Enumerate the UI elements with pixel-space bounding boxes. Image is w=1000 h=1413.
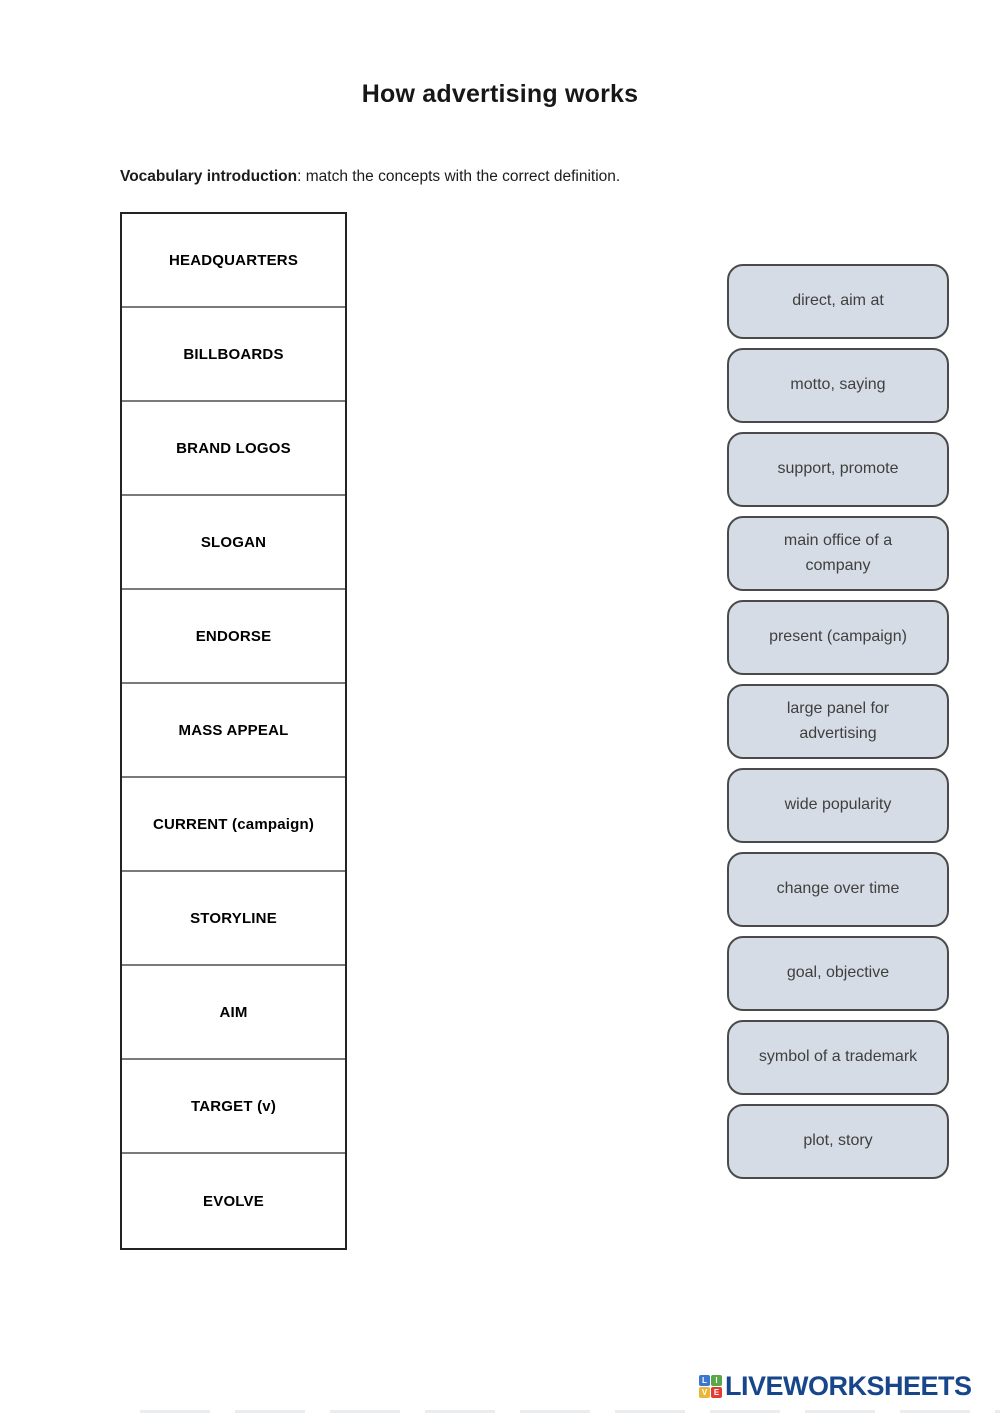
- concept-cell-endorse[interactable]: ENDORSE: [122, 590, 345, 684]
- definitions-column: direct, aim at motto, saying support, pr…: [727, 264, 949, 1188]
- definition-box-large-panel[interactable]: large panel for advertising: [727, 684, 949, 759]
- concept-cell-target[interactable]: TARGET (v): [122, 1060, 345, 1154]
- concept-cell-slogan[interactable]: SLOGAN: [122, 496, 345, 590]
- instruction-text: Vocabulary introduction: match the conce…: [120, 168, 620, 186]
- concept-cell-aim[interactable]: AIM: [122, 966, 345, 1060]
- concept-cell-mass-appeal[interactable]: MASS APPEAL: [122, 684, 345, 778]
- definition-box-present-campaign[interactable]: present (campaign): [727, 600, 949, 675]
- logo-tile-v: V: [699, 1387, 710, 1398]
- concept-cell-brand-logos[interactable]: BRAND LOGOS: [122, 402, 345, 496]
- definition-box-motto-saying[interactable]: motto, saying: [727, 348, 949, 423]
- concept-cell-evolve[interactable]: EVOLVE: [203, 1192, 264, 1210]
- definition-box-plot-story[interactable]: plot, story: [727, 1104, 949, 1179]
- definition-box-goal-objective[interactable]: goal, objective: [727, 936, 949, 1011]
- page-title: How advertising works: [361, 80, 639, 108]
- logo-tile-e: E: [711, 1387, 722, 1398]
- liveworksheets-logo-icon: L I V E: [699, 1375, 722, 1398]
- instruction-label: Vocabulary introduction: [120, 168, 298, 185]
- definition-box-symbol-trademark[interactable]: symbol of a trademark: [727, 1020, 949, 1095]
- logo-tile-i: I: [711, 1375, 722, 1386]
- definition-box-support-promote[interactable]: support, promote: [727, 432, 949, 507]
- logo-tile-l: L: [699, 1375, 710, 1386]
- definition-box-main-office[interactable]: main office of a company: [727, 516, 949, 591]
- concept-cell-billboards[interactable]: BILLBOARDS: [122, 308, 345, 402]
- definition-box-change-over-time[interactable]: change over time: [727, 852, 949, 927]
- instruction-rest: : match the concepts with the correct de…: [297, 168, 621, 185]
- concept-cell-storyline[interactable]: STORYLINE: [122, 872, 345, 966]
- liveworksheets-logo[interactable]: L I V E LIVEWORKSHEETS: [699, 1371, 972, 1402]
- concept-cell-headquarters[interactable]: HEADQUARTERS: [122, 214, 345, 308]
- definition-box-wide-popularity[interactable]: wide popularity: [727, 768, 949, 843]
- concept-cell-current-campaign[interactable]: CURRENT (campaign): [122, 778, 345, 872]
- page-bottom-edge: [140, 1410, 1000, 1413]
- liveworksheets-logo-text: LIVEWORKSHEETS: [725, 1371, 972, 1401]
- definition-box-direct-aim-at[interactable]: direct, aim at: [727, 264, 949, 339]
- concepts-table: HEADQUARTERS BILLBOARDS BRAND LOGOS SLOG…: [120, 212, 347, 1250]
